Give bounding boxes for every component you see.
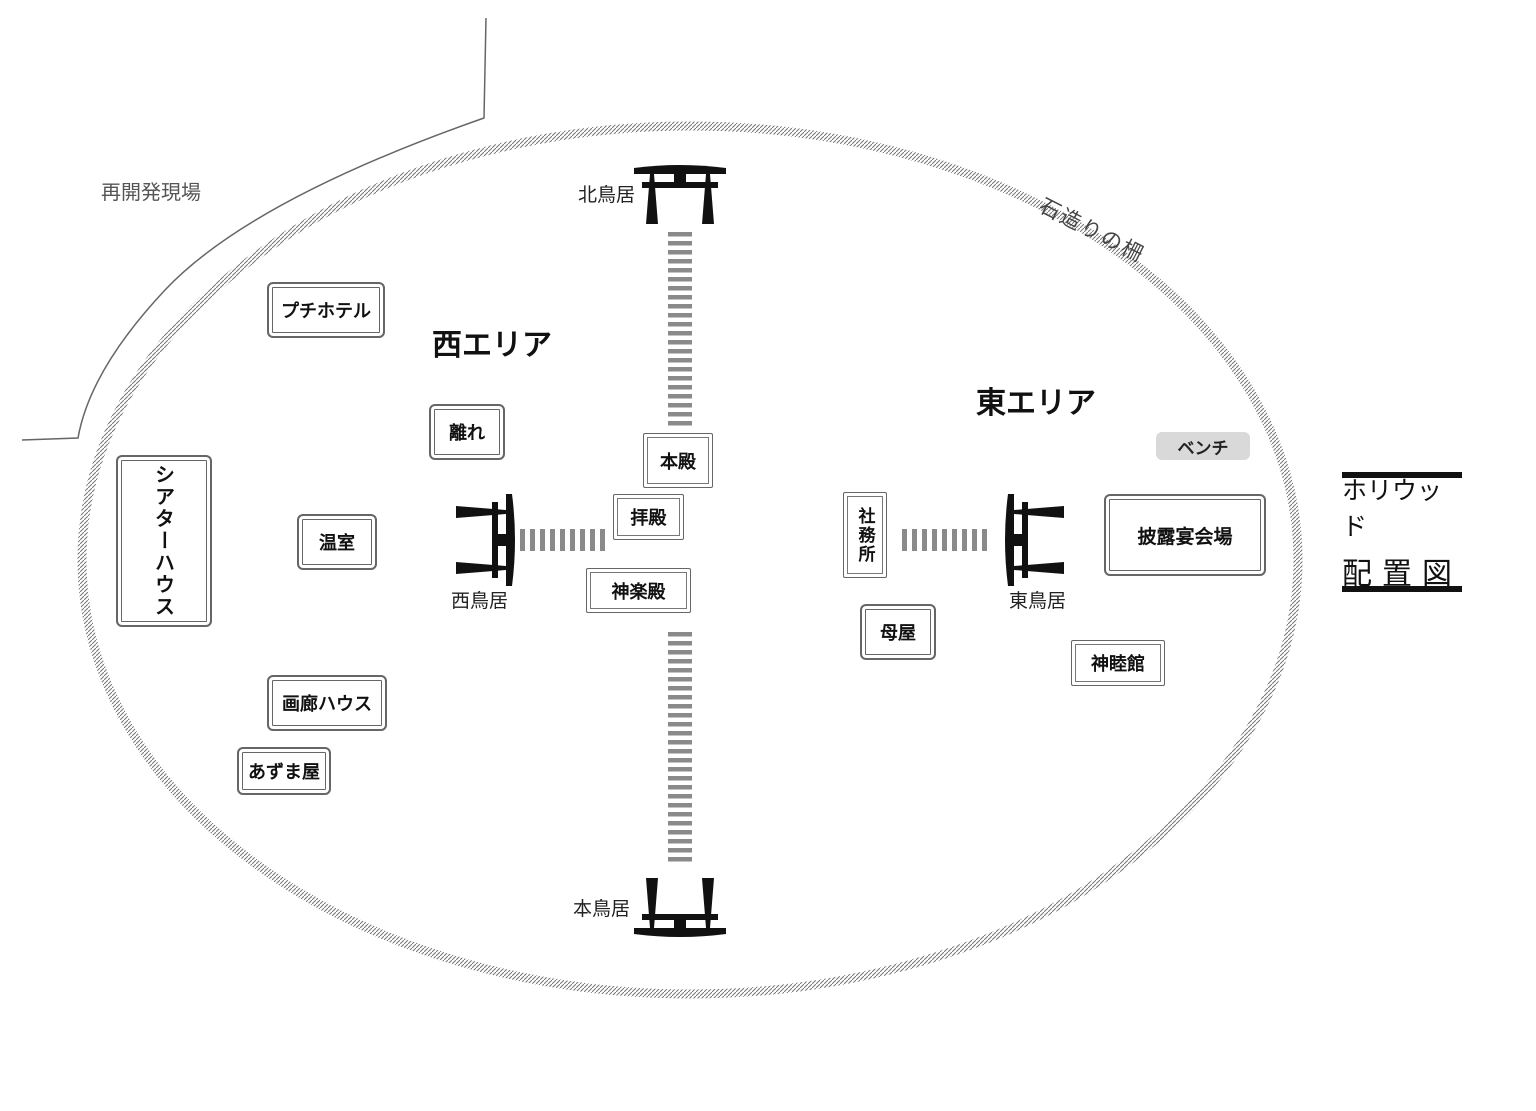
east-area-label: 東エリア bbox=[976, 386, 1096, 421]
greenhouse-building[interactable]: 温室 bbox=[297, 514, 377, 570]
north-approach-path bbox=[668, 232, 692, 426]
gallery-house-building[interactable]: 画廊ハウス bbox=[267, 675, 387, 731]
west-torii-label: 西鳥居 bbox=[451, 590, 509, 612]
west-area-label: 西エリア bbox=[432, 328, 552, 363]
shinbokukan-building[interactable]: 神睦館 bbox=[1071, 640, 1165, 686]
main-torii-icon bbox=[634, 878, 726, 937]
hanare-building[interactable]: 離れ bbox=[429, 404, 505, 460]
theater-house-building[interactable]: シアターハウス bbox=[116, 455, 212, 627]
east-torii-label: 東鳥居 bbox=[1009, 590, 1067, 612]
west-approach-path bbox=[520, 529, 605, 551]
east-torii-icon bbox=[1005, 494, 1064, 586]
north-torii-label: 北鳥居 bbox=[578, 184, 636, 206]
honden-building[interactable]: 本殿 bbox=[643, 433, 713, 488]
petit-hotel-building[interactable]: プチホテル bbox=[267, 282, 385, 338]
west-torii-icon bbox=[456, 494, 515, 586]
stone-fence bbox=[77, 121, 1303, 999]
main-torii-label: 本鳥居 bbox=[573, 898, 631, 920]
main-approach-path bbox=[668, 632, 692, 862]
map-title-line2: 配置図 bbox=[1342, 557, 1462, 592]
azumaya-building[interactable]: あずま屋 bbox=[237, 747, 331, 795]
reception-hall-building[interactable]: 披露宴会場 bbox=[1104, 494, 1266, 576]
north-torii-icon bbox=[634, 165, 726, 224]
bench[interactable]: ベンチ bbox=[1156, 432, 1250, 460]
map-title-line1: ホリウッド bbox=[1342, 476, 1443, 541]
omoya-building[interactable]: 母屋 bbox=[860, 604, 936, 660]
kaguraden-building[interactable]: 神楽殿 bbox=[586, 568, 691, 613]
shamusho-building[interactable]: 社務所 bbox=[843, 492, 887, 578]
haiden-building[interactable]: 拝殿 bbox=[613, 494, 684, 540]
redevelopment-site-label: 再開発現場 bbox=[101, 180, 201, 204]
east-approach-path bbox=[902, 529, 987, 551]
development-boundary-line bbox=[21, 17, 487, 441]
map-title: ホリウッド 配置図 bbox=[1342, 472, 1462, 592]
